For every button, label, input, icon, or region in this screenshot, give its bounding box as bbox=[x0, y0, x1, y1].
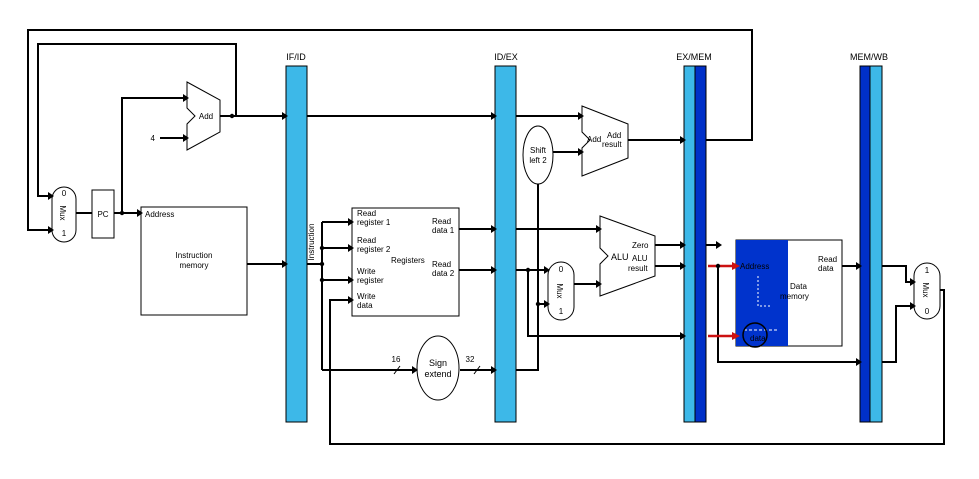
svg-text:Instruction: Instruction bbox=[176, 251, 213, 260]
junction-dots bbox=[119, 113, 721, 307]
pc-label: PC bbox=[97, 210, 108, 219]
svg-text:memory: memory bbox=[780, 292, 809, 301]
svg-text:register: register bbox=[357, 276, 384, 285]
svg-text:memory: memory bbox=[180, 261, 209, 270]
mem-wb-label: MEM/WB bbox=[850, 52, 888, 62]
pc-adder-label: Add bbox=[199, 112, 213, 121]
svg-text:Read: Read bbox=[432, 260, 451, 269]
svg-text:Read: Read bbox=[432, 217, 451, 226]
ex-mem-label: EX/MEM bbox=[676, 52, 712, 62]
svg-text:ALU: ALU bbox=[632, 254, 648, 263]
svg-text:Read: Read bbox=[357, 209, 376, 218]
svg-text:Mux: Mux bbox=[555, 283, 564, 298]
svg-text:Add: Add bbox=[587, 135, 601, 144]
svg-text:0: 0 bbox=[925, 307, 930, 316]
alu: ALU Zero ALU result bbox=[599, 215, 656, 297]
svg-text:Write: Write bbox=[357, 292, 376, 301]
svg-text:register 1: register 1 bbox=[357, 218, 391, 227]
registers-title: Registers bbox=[391, 256, 425, 265]
arrowheads bbox=[48, 94, 916, 374]
svg-text:0: 0 bbox=[62, 189, 67, 198]
svg-text:Data: Data bbox=[790, 282, 807, 291]
svg-text:data: data bbox=[818, 264, 834, 273]
svg-text:1: 1 bbox=[925, 266, 930, 275]
svg-text:data 2: data 2 bbox=[432, 269, 455, 278]
program-counter: PC bbox=[91, 189, 115, 239]
svg-text:data 1: data 1 bbox=[432, 226, 455, 235]
svg-text:1: 1 bbox=[62, 229, 67, 238]
if-id-register: IF/ID bbox=[285, 52, 308, 423]
svg-text:data: data bbox=[357, 301, 373, 310]
pc-mux-label: Mux bbox=[58, 205, 67, 220]
svg-text:Write: Write bbox=[357, 267, 376, 276]
data-memory: Address data Data memory Read data bbox=[735, 239, 843, 347]
instruction-bus-label: Instruction bbox=[307, 224, 316, 261]
alu-zero: Zero bbox=[632, 241, 649, 250]
shift-left-2: Shift left 2 bbox=[522, 125, 554, 185]
svg-text:Sign: Sign bbox=[429, 358, 447, 368]
data-memory-address: Address bbox=[740, 262, 769, 271]
sign-extend-output-width: 32 bbox=[466, 355, 475, 364]
constant-four: 4 bbox=[151, 134, 156, 143]
svg-text:Read: Read bbox=[818, 255, 837, 264]
svg-text:Shift: Shift bbox=[530, 146, 547, 155]
svg-text:Add: Add bbox=[607, 131, 621, 140]
annotation-marks bbox=[708, 262, 768, 348]
write-back-mux: 1 Mux 0 bbox=[913, 262, 941, 320]
if-id-label: IF/ID bbox=[286, 52, 306, 62]
register-file: Read register 1 Read register 2 Write re… bbox=[351, 207, 460, 317]
svg-text:extend: extend bbox=[424, 369, 451, 379]
svg-text:Read: Read bbox=[357, 236, 376, 245]
ex-mem-register: EX/MEM bbox=[676, 52, 712, 423]
instruction-memory: Address Instruction memory bbox=[140, 206, 248, 316]
sign-extend-input-width: 16 bbox=[392, 355, 401, 364]
sign-extend: Sign extend 16 32 bbox=[392, 335, 481, 401]
svg-text:1: 1 bbox=[559, 307, 564, 316]
id-ex-register: ID/EX bbox=[494, 52, 518, 423]
id-ex-label: ID/EX bbox=[494, 52, 518, 62]
branch-adder: Add Add result bbox=[581, 105, 629, 177]
instruction-memory-address: Address bbox=[145, 210, 174, 219]
svg-text:result: result bbox=[602, 140, 622, 149]
svg-text:0: 0 bbox=[559, 265, 564, 274]
svg-text:register 2: register 2 bbox=[357, 245, 391, 254]
pc-mux: 0 Mux 1 bbox=[51, 186, 77, 243]
alu-label: ALU bbox=[611, 252, 629, 262]
alu-src-mux: 0 Mux 1 bbox=[547, 261, 575, 321]
svg-text:Mux: Mux bbox=[921, 282, 930, 297]
mem-wb-register: MEM/WB bbox=[850, 52, 888, 423]
svg-text:result: result bbox=[628, 264, 648, 273]
data-memory-write-data: data bbox=[750, 334, 766, 343]
svg-text:left 2: left 2 bbox=[529, 156, 547, 165]
